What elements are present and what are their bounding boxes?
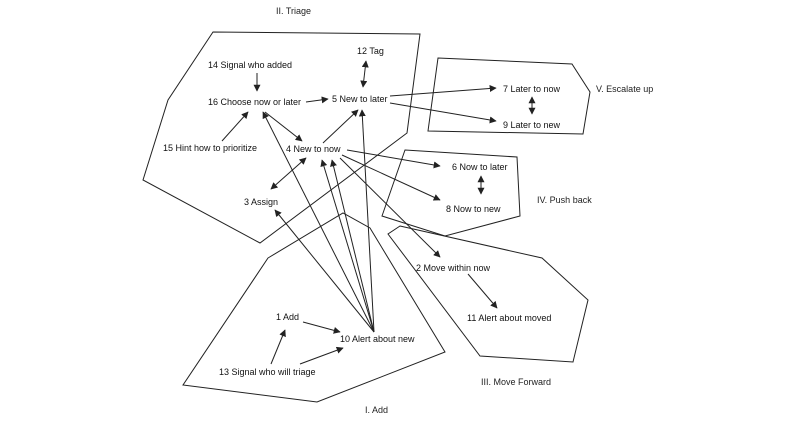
node-9-later-to-new: 9 Later to new: [503, 120, 561, 130]
arrow-15-to-16: [221, 111, 249, 142]
node-7-later-to-now: 7 Later to now: [503, 84, 561, 94]
region-label-triage: II. Triage: [276, 6, 312, 16]
arrow-2-to-11: [467, 273, 498, 309]
node-15-hint-how-to-prioritize: 15 Hint how to prioritize: [163, 143, 258, 153]
node-16-choose-now-or-later: 16 Choose now or later: [208, 97, 302, 107]
node-6-now-to-later: 6 Now to later: [452, 162, 508, 172]
arrow-4-to-6: [346, 149, 441, 169]
region-triage-shape: [142, 31, 421, 244]
arrow-10-to-5: [358, 109, 375, 333]
arrow-5-to-7: [389, 84, 497, 97]
arrow-16-to-5: [305, 96, 329, 104]
region-label-add: I. Add: [365, 405, 389, 415]
region-escalate-shape: [427, 57, 591, 135]
node-10-alert-about-new: 10 Alert about new: [340, 334, 415, 344]
node-12-tag: 12 Tag: [357, 46, 384, 56]
node-4-new-to-now: 4 New to now: [286, 144, 341, 154]
arrow-10-to-4-b: [330, 159, 375, 333]
arrow-10-to-16: [262, 111, 375, 333]
arrow-10-to-4-a: [320, 159, 375, 333]
node-3-assign: 3 Assign: [244, 197, 279, 207]
region-label-push-back: IV. Push back: [537, 195, 592, 205]
region-move-forward-shape: [387, 225, 589, 363]
region-label-escalate: V. Escalate up: [596, 84, 654, 94]
arrow-1-to-10: [302, 321, 341, 334]
arrow-10-to-3: [274, 209, 375, 333]
node-5-new-to-later: 5 New to later: [332, 94, 388, 104]
arrow-16-to-4: [264, 111, 303, 142]
region-label-move-forward: III. Move Forward: [481, 377, 552, 387]
region-add-shape: [182, 212, 446, 403]
node-2-move-within-now: 2 Move within now: [416, 263, 491, 273]
region-push-back-shape: [381, 149, 521, 237]
arrow-4-to-5: [322, 109, 359, 144]
arrow-13-to-1: [270, 329, 286, 365]
node-1-add: 1 Add: [276, 312, 300, 322]
arrow-12-5-bidirectional: [360, 60, 369, 88]
arrow-4-3-bidirectional: [270, 157, 307, 190]
node-8-now-to-new: 8 Now to new: [446, 204, 501, 214]
node-13-signal-who-will-triage: 13 Signal who will triage: [219, 367, 316, 377]
arrow-4-to-2: [339, 157, 441, 258]
arrow-4-to-8: [341, 154, 441, 201]
arrow-13-to-10: [299, 346, 344, 365]
node-14-signal-who-added: 14 Signal who added: [208, 60, 293, 70]
arrow-5-to-9: [389, 102, 497, 124]
node-11-alert-about-moved: 11 Alert about moved: [467, 313, 552, 323]
